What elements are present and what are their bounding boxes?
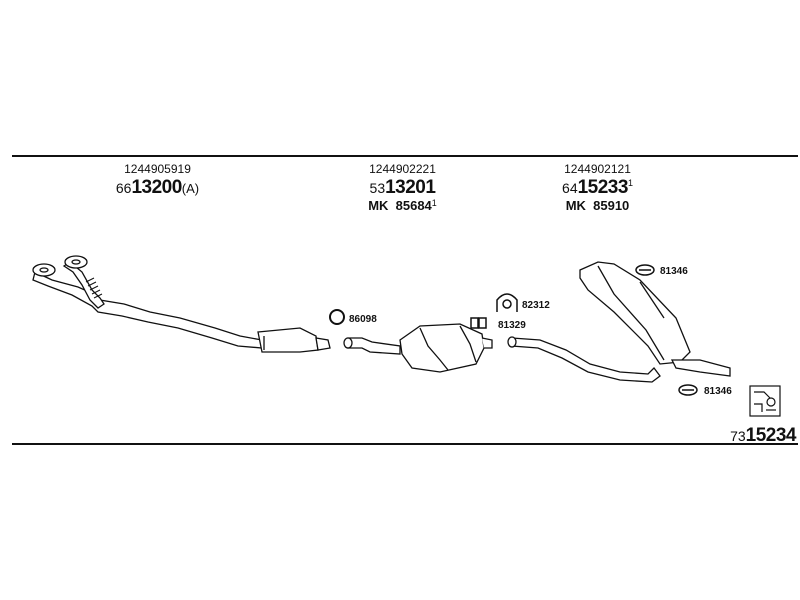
mk-reference: MK 85910 [540, 199, 655, 212]
part-number[interactable]: 64152331 [540, 178, 655, 197]
part-suffix: (A) [181, 181, 200, 196]
middle-silencer[interactable] [343, 323, 493, 373]
rear-silencer[interactable] [507, 261, 731, 383]
catalog-box-icon [749, 385, 781, 417]
mk-superscript: 1 [431, 198, 437, 208]
part-number[interactable]: 6613200(A) [100, 178, 215, 197]
oem-number: 1244902221 [369, 162, 436, 176]
part-superscript: 1 [627, 178, 633, 188]
kit-main: 15234 [745, 425, 797, 446]
callout-ring: 86098 [349, 314, 377, 325]
mk-label: MK [368, 198, 389, 213]
kit-prefix: 73 [730, 428, 746, 444]
top-divider [12, 155, 798, 157]
part-prefix: 66 [115, 180, 132, 196]
part-prefix: 64 [562, 180, 578, 196]
oem-number: 1244902121 [564, 162, 631, 176]
rubber-mount[interactable] [470, 317, 487, 329]
mk-number: 85684 [395, 198, 432, 213]
part-main: 13200 [131, 177, 182, 198]
part-prefix: 53 [369, 180, 386, 196]
part-main: 13201 [385, 177, 436, 198]
mk-reference: MK 856841 [345, 198, 460, 213]
callout-bottom-mount: 81346 [704, 386, 732, 397]
gasket-ring[interactable] [329, 309, 345, 325]
kit-part-number[interactable]: 7315234 [730, 425, 796, 447]
callout-hanger: 82312 [522, 300, 550, 311]
bottom-divider [12, 443, 798, 445]
mk-number: 85910 [593, 198, 630, 213]
mk-label: MK [565, 198, 586, 213]
top-mount[interactable] [635, 264, 655, 276]
front-pipe[interactable] [32, 255, 331, 353]
part-column-2: 1244902221 5313201 MK 856841 [345, 163, 460, 212]
part-main: 15233 [577, 177, 629, 198]
callout-rubber-mount: 81329 [498, 320, 526, 331]
hanger-clamp[interactable] [496, 293, 518, 312]
bottom-mount[interactable] [678, 384, 698, 396]
part-column-1: 1244905919 6613200(A) [100, 163, 215, 197]
part-column-3: 1244902121 64152331 MK 85910 [540, 163, 655, 212]
part-number[interactable]: 5313201 [345, 178, 460, 197]
callout-top-mount: 81346 [660, 266, 688, 277]
oem-number: 1244905919 [124, 162, 191, 176]
